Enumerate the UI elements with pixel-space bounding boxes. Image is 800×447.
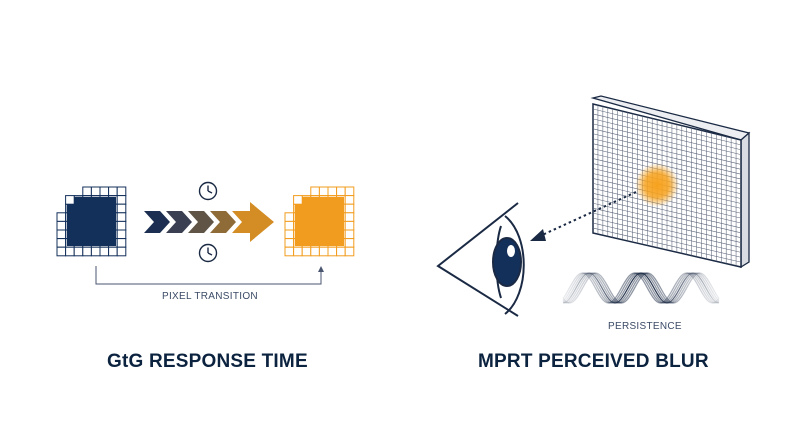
orange-pixel-grid [284, 186, 355, 257]
blur-spot [635, 163, 679, 207]
eye-icon [436, 202, 525, 317]
display-screen [590, 95, 751, 269]
pixel-transition-label: PIXEL TRANSITION [162, 291, 258, 302]
mprt-title: MPRT PERCEIVED BLUR [478, 351, 709, 372]
clock-icon [198, 181, 218, 201]
persistence-label: PERSISTENCE [608, 321, 682, 332]
gtg-title: GtG RESPONSE TIME [107, 351, 308, 372]
navy-pixel-grid [56, 186, 127, 257]
transition-arrows [144, 202, 274, 242]
line-of-sight [530, 191, 637, 241]
transition-bracket [95, 266, 324, 285]
clock-icon [198, 243, 218, 263]
persistence-wave [562, 272, 720, 304]
